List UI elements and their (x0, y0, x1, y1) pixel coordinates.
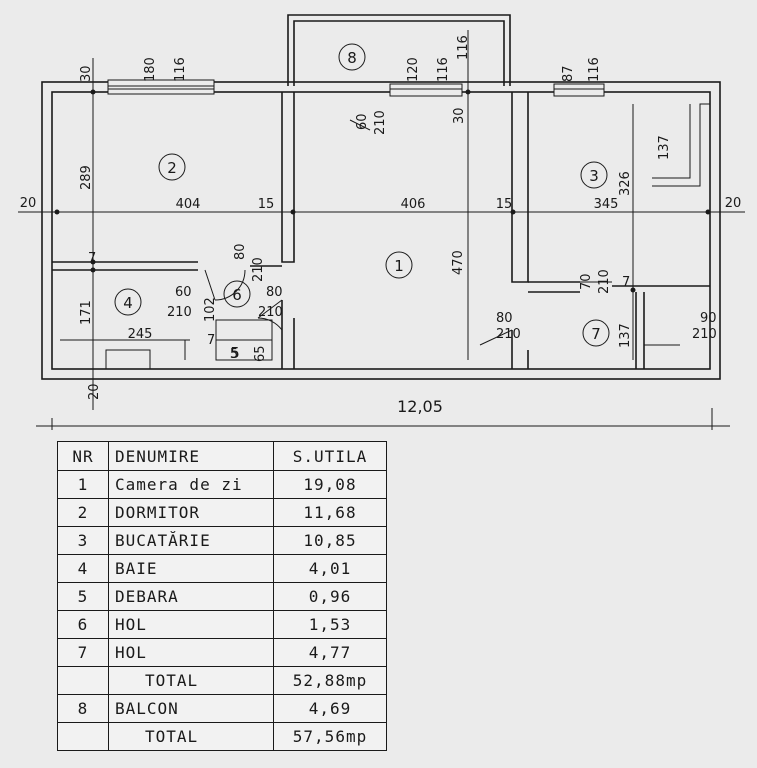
table-row: 2 DORMITOR 11,68 (57, 498, 387, 527)
svg-text:345: 345 (594, 197, 619, 212)
svg-text:90: 90 (700, 311, 717, 326)
room-label-1: 1 (385, 251, 413, 279)
svg-text:180: 180 (143, 57, 158, 82)
svg-text:7: 7 (207, 333, 215, 348)
room-label-3: 3 (580, 161, 608, 189)
table-row: 6 HOL 1,53 (57, 610, 387, 639)
svg-text:326: 326 (618, 171, 633, 196)
svg-text:116: 116 (587, 57, 602, 82)
svg-text:116: 116 (436, 57, 451, 82)
room-label-6: 6 (223, 280, 251, 308)
svg-text:80: 80 (266, 285, 283, 300)
svg-text:116: 116 (173, 57, 188, 82)
total-area: 52,88mp (273, 666, 387, 695)
svg-text:406: 406 (401, 197, 426, 212)
grand-total-area: 57,56mp (273, 722, 387, 751)
door-swings (204, 119, 680, 346)
svg-text:30: 30 (79, 65, 94, 82)
room-areas-table: NR DENUMIRE S.UTILA 1 Camera de zi 19,08… (57, 441, 387, 751)
svg-text:210: 210 (496, 327, 521, 342)
svg-text:70: 70 (579, 273, 594, 290)
svg-text:2: 2 (167, 159, 177, 177)
svg-text:20: 20 (20, 196, 37, 211)
table-row: 5 DEBARA 0,96 (57, 582, 387, 611)
dimension-lines (18, 30, 745, 430)
svg-text:210: 210 (167, 305, 192, 320)
svg-text:3: 3 (589, 167, 599, 185)
room-label-5: 5 (230, 344, 240, 362)
header-nr: NR (57, 441, 109, 471)
svg-text:20: 20 (87, 383, 102, 400)
svg-text:137: 137 (618, 323, 633, 348)
floor-plan: 1 2 3 4 5 6 7 8 12,05 404 406 345 15 15 … (18, 14, 745, 430)
header-name: DENUMIRE (108, 441, 274, 471)
room-label-8: 8 (338, 43, 366, 71)
svg-text:8: 8 (347, 49, 357, 67)
header-area: S.UTILA (273, 441, 387, 471)
svg-text:20: 20 (725, 196, 742, 211)
room-label-4: 4 (114, 288, 142, 316)
svg-text:15: 15 (496, 197, 513, 212)
svg-text:1: 1 (394, 257, 404, 275)
svg-text:6: 6 (232, 286, 242, 304)
exterior-walls (41, 14, 721, 380)
svg-text:87: 87 (561, 65, 576, 82)
svg-text:171: 171 (79, 300, 94, 325)
svg-text:116: 116 (456, 35, 471, 60)
svg-text:80: 80 (496, 311, 513, 326)
svg-text:7: 7 (622, 275, 630, 290)
svg-text:210: 210 (373, 110, 388, 135)
svg-text:210: 210 (692, 327, 717, 342)
total-row: TOTAL 52,88mp (57, 666, 387, 695)
table-header-row: NR DENUMIRE S.UTILA (57, 441, 387, 471)
svg-text:210: 210 (258, 305, 283, 320)
svg-text:470: 470 (451, 250, 466, 275)
svg-text:7: 7 (88, 251, 96, 266)
grand-total-row: TOTAL 57,56mp (57, 722, 387, 751)
svg-text:5: 5 (230, 344, 240, 362)
svg-text:102: 102 (203, 297, 218, 322)
svg-text:404: 404 (176, 197, 201, 212)
dimension-labels: 12,05 404 406 345 15 15 20 20 20 289 470… (20, 35, 742, 416)
table-row: 1 Camera de zi 19,08 (57, 470, 387, 499)
svg-text:65: 65 (253, 345, 268, 362)
svg-text:60: 60 (355, 113, 370, 130)
interior-walls (52, 92, 710, 369)
svg-text:120: 120 (406, 57, 421, 82)
total-label: TOTAL (108, 666, 274, 695)
grand-total-label: TOTAL (108, 722, 274, 751)
svg-text:245: 245 (128, 327, 153, 342)
svg-text:5: 5 (230, 347, 238, 362)
svg-text:137: 137 (657, 135, 672, 160)
room-label-7: 7 (582, 319, 610, 347)
table-row: 7 HOL 4,77 (57, 638, 387, 667)
room-labels: 1 2 3 4 5 6 7 8 (114, 43, 610, 362)
table-row: 3 BUCATĂRIE 10,85 (57, 526, 387, 555)
svg-text:210: 210 (597, 269, 612, 294)
svg-text:4: 4 (123, 294, 133, 312)
table-row: 4 BAIE 4,01 (57, 554, 387, 583)
svg-text:30: 30 (452, 107, 467, 124)
overall-width-label: 12,05 (397, 397, 443, 416)
room-label-2: 2 (158, 153, 186, 181)
svg-text:7: 7 (591, 325, 601, 343)
svg-text:289: 289 (79, 165, 94, 190)
svg-text:15: 15 (258, 197, 275, 212)
svg-text:210: 210 (251, 257, 266, 282)
table-row-balcony: 8 BALCON 4,69 (57, 694, 387, 723)
svg-text:80: 80 (233, 243, 248, 260)
svg-text:60: 60 (175, 285, 192, 300)
